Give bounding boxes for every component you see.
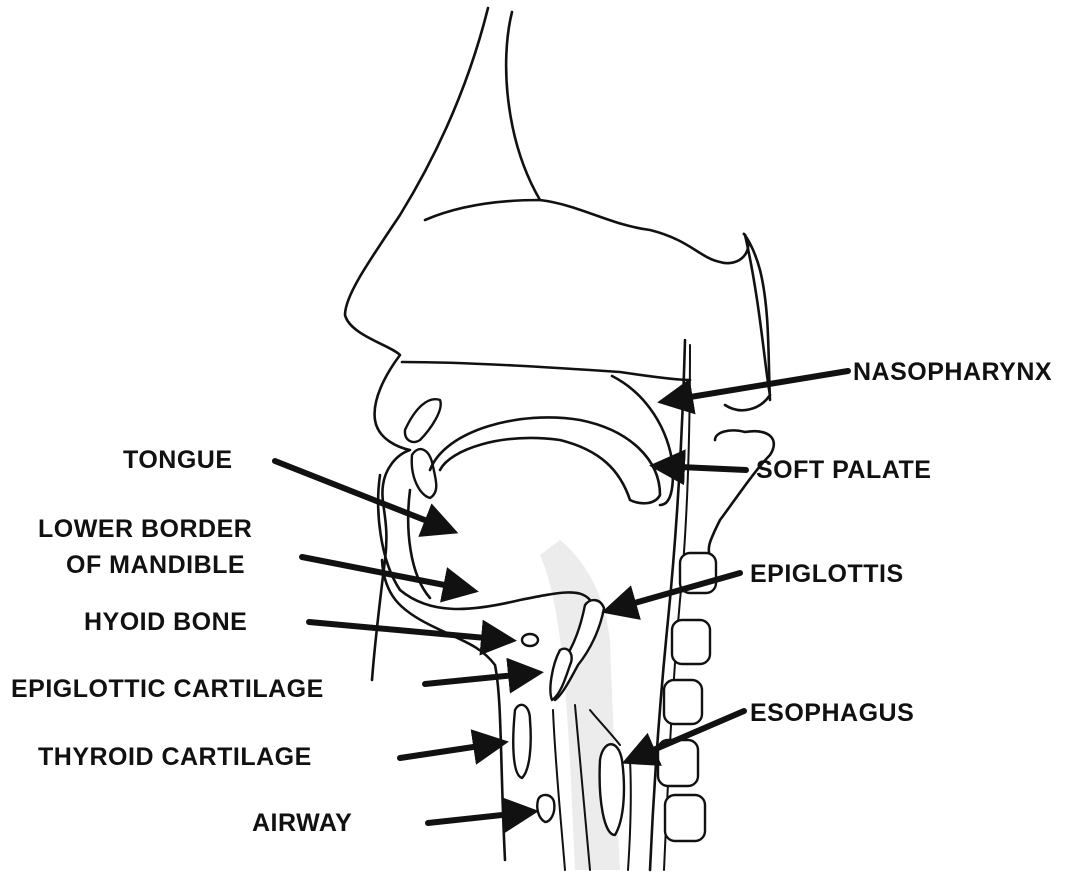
lower-incisor bbox=[412, 449, 437, 498]
label-nasopharynx: NASOPHARYNX bbox=[853, 358, 1052, 386]
pre-vertebral-line bbox=[664, 345, 690, 870]
thyroid-cartilage-shape bbox=[513, 705, 530, 778]
vertebra-c4 bbox=[664, 680, 702, 724]
ear-outline bbox=[709, 430, 774, 560]
airway-shape bbox=[537, 795, 554, 822]
vertebra-c3 bbox=[672, 620, 710, 664]
anatomy-outline bbox=[345, 8, 774, 870]
label-lower-border-line1: LOWER BORDER bbox=[38, 515, 252, 543]
label-airway: AIRWAY bbox=[252, 809, 352, 837]
arrow-hyoid-bone bbox=[309, 622, 508, 640]
label-lower-border-line2: OF MANDIBLE bbox=[66, 551, 245, 579]
label-esophagus: ESOPHAGUS bbox=[750, 699, 914, 727]
arrow-epiglottis bbox=[610, 573, 740, 610]
label-soft-palate: SOFT PALATE bbox=[756, 456, 931, 484]
nasal-bone-line bbox=[506, 12, 540, 200]
soft-palate-shape bbox=[612, 376, 673, 505]
label-epiglottic-cartilage: EPIGLOTTIC CARTILAGE bbox=[11, 675, 324, 703]
vertebra-c6 bbox=[665, 795, 705, 841]
arrow-airway bbox=[428, 812, 530, 823]
arrow-soft-palate bbox=[658, 466, 746, 470]
arrow-epiglottic-cartilage bbox=[425, 673, 535, 684]
hard-palate bbox=[402, 362, 690, 380]
arrow-nasopharynx bbox=[666, 371, 848, 401]
label-thyroid-cartilage: THYROID CARTILAGE bbox=[38, 743, 312, 771]
label-epiglottis: EPIGLOTTIS bbox=[750, 560, 904, 588]
tongue-dorsum bbox=[430, 417, 660, 503]
upper-incisor bbox=[405, 399, 441, 442]
arrow-thyroid-cartilage bbox=[400, 743, 500, 758]
hyoid-bone-shape bbox=[522, 634, 538, 646]
label-hyoid-bone: HYOID BONE bbox=[84, 608, 247, 636]
label-tongue: TONGUE bbox=[123, 446, 233, 474]
